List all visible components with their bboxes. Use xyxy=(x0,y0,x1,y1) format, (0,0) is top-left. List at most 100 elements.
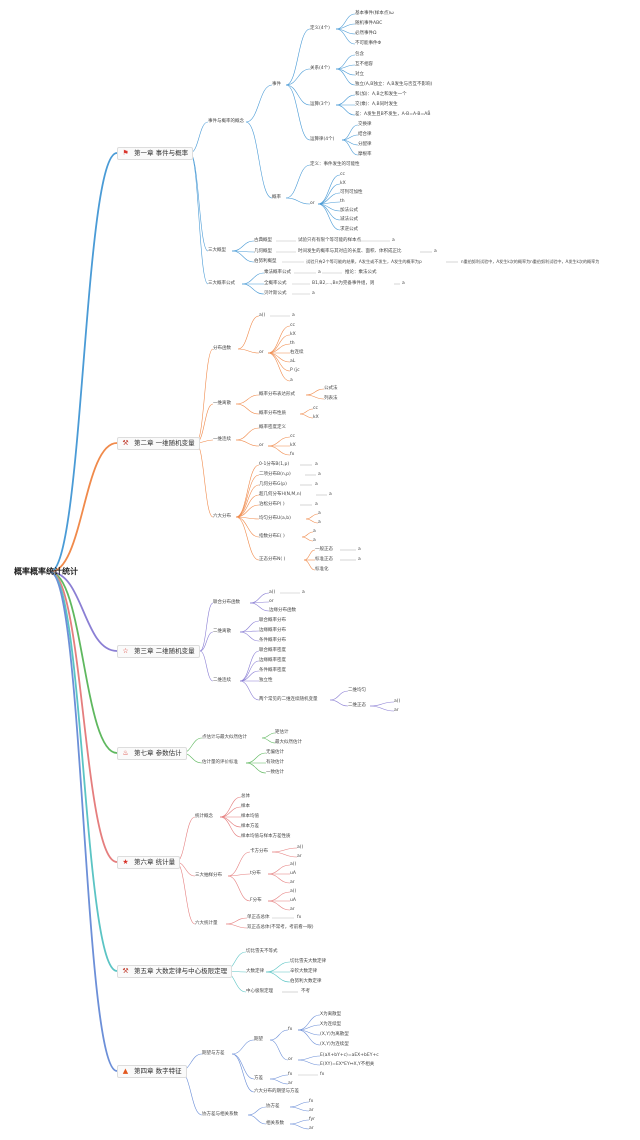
ch2-dist-binom[interactable]: 二项分布B(n,p) xyxy=(259,472,291,477)
root-topic[interactable]: 概率概率统计统计 xyxy=(14,567,78,576)
ch3-cont-item[interactable]: 条件概率密度 xyxy=(259,668,286,673)
ch6-single-normal[interactable]: 单正态总体 xyxy=(247,915,270,920)
ch3-normal-2d-item[interactable]: a() xyxy=(394,699,401,704)
ch2-dist-item[interactable]: aL xyxy=(290,359,296,364)
ch3-uniform-2d[interactable]: 二维均匀 xyxy=(348,688,366,693)
ch3-marginal-dist[interactable]: 边缘分布函数 xyxy=(269,608,296,613)
ch7-eval[interactable]: 估计量的评价标准 xyxy=(202,760,238,765)
ch6-concept-item[interactable]: 样本均值与样本方差性质 xyxy=(241,834,291,839)
ch4-exp-prop[interactable]: E(XY)=EX*EY⇔X,Y不相关 xyxy=(320,1062,375,1067)
ch1-model-geometric[interactable]: 几何概型 xyxy=(254,249,272,254)
ch2-cont-item[interactable]: kX xyxy=(290,443,296,448)
ch5-lln-item[interactable]: 切比雪夫大数定律 xyxy=(290,959,326,964)
ch7-eval-item[interactable]: 无偏估计 xyxy=(266,750,284,755)
ch4-exp-item[interactable]: X为离散型 xyxy=(320,1012,342,1017)
chapter-2-node[interactable]: ⚒第二章 一维随机变量 xyxy=(117,437,200,450)
ch1-prob-def[interactable]: 定义：事件发生的可能性 xyxy=(310,162,360,167)
ch4-exp-fx[interactable]: fx xyxy=(288,1027,293,1032)
ch1-models[interactable]: 三大概型 xyxy=(208,248,226,253)
ch1-law-item[interactable]: 摩根率 xyxy=(358,152,372,157)
ch1-def-item[interactable]: 不可能事件Φ xyxy=(355,41,382,46)
chapter-4-node[interactable]: ▲第四章 数字特征 xyxy=(117,1065,187,1078)
ch2-six-dist[interactable]: 六大分布 xyxy=(213,514,231,519)
chapter-5-node[interactable]: ⚒第五章 大数定律与中心极限定理 xyxy=(117,965,233,978)
ch1-rel-item[interactable]: 互不相容 xyxy=(355,62,373,67)
ch2-dist-poisson[interactable]: 泊松分布P( ) xyxy=(259,502,285,507)
ch6-concepts[interactable]: 统计概念 xyxy=(195,814,213,819)
ch1-formula-mult[interactable]: 乘法概率公式 xyxy=(264,270,291,275)
ch1-formula-bayes[interactable]: 贝叶斯公式 xyxy=(264,291,287,296)
ch6-concept-item[interactable]: 样本 xyxy=(241,804,250,809)
ch6-dist-item[interactable]: a() xyxy=(297,845,304,850)
ch1-operation[interactable]: 运算(3个) xyxy=(310,102,330,107)
ch4-corr-item[interactable]: ar xyxy=(309,1126,314,1131)
ch2-normal-standardize[interactable]: 标准化 xyxy=(315,567,329,572)
ch7-point-estimate[interactable]: 点估计与最大似然估计 xyxy=(202,735,247,740)
ch4-six-exp-var[interactable]: 六大分布的期望与方差 xyxy=(254,1089,299,1094)
ch4-exp-or[interactable]: or xyxy=(288,1057,293,1062)
ch1-relation[interactable]: 关系(4个) xyxy=(310,66,330,71)
ch6-chi-square[interactable]: 卡方分布 xyxy=(250,849,268,854)
ch1-op-item[interactable]: 和(加)：A,B之和发生一个 xyxy=(355,92,407,97)
ch2-dist-item[interactable]: 右连续 xyxy=(290,350,304,355)
ch1-laws[interactable]: 运算律(4个) xyxy=(310,137,335,142)
ch6-dist-item[interactable]: a() xyxy=(290,889,297,894)
ch2-disc-prop[interactable]: 概率分布性质 xyxy=(259,411,286,416)
ch3-disc-item[interactable]: 联合概率分布 xyxy=(259,618,286,623)
chapter-6-node[interactable]: ★第六章 统计量 xyxy=(117,856,181,869)
ch4-cov-item[interactable]: ar xyxy=(309,1108,314,1113)
ch4-cov-corr[interactable]: 协方差与相关系数 xyxy=(202,1112,238,1117)
ch3-disc-item[interactable]: 条件概率分布 xyxy=(259,638,286,643)
ch7-point-item[interactable]: 最大似然估计 xyxy=(275,740,302,745)
ch4-exp-prop[interactable]: E(aX+bY+c)=aEX+bEY+c xyxy=(320,1053,379,1058)
ch2-dist-exp[interactable]: 指数分布E( ) xyxy=(259,534,285,539)
ch2-dist-hyper[interactable]: 超几何分布H(N,M,n) xyxy=(259,492,302,497)
ch4-cov-item[interactable]: fx xyxy=(309,1099,314,1104)
ch3-disc-item[interactable]: 边缘概率分布 xyxy=(259,628,286,633)
ch3-normal-2d-item[interactable]: ar xyxy=(394,708,399,713)
ch7-eval-item[interactable]: 有效估计 xyxy=(266,760,284,765)
ch2-cont-def[interactable]: 概率密度定义 xyxy=(259,425,286,430)
ch3-cont-item[interactable]: 联合概率密度 xyxy=(259,648,286,653)
ch1-definition[interactable]: 定义(4个) xyxy=(310,26,330,31)
ch1-rel-item[interactable]: 独立(A,B独立：A,B发生与否互不影响) xyxy=(355,82,433,87)
ch1-prob-item[interactable]: 可列可加性 xyxy=(340,190,363,195)
ch4-var-or[interactable]: ar xyxy=(288,1081,293,1086)
ch3-joint-dist[interactable]: 联合分布函数 xyxy=(213,600,240,605)
ch1-event[interactable]: 事件 xyxy=(272,82,281,87)
ch1-def-item[interactable]: 必然事件Ω xyxy=(355,31,377,36)
ch2-normal-standard[interactable]: 标准正态 xyxy=(315,557,333,562)
ch6-dist-item[interactable]: uA xyxy=(290,898,296,903)
ch3-discrete[interactable]: 二维离散 xyxy=(213,629,231,634)
ch4-corr-item[interactable]: fyr xyxy=(309,1117,316,1122)
ch2-disc-form-item[interactable]: 公式法 xyxy=(324,386,338,391)
ch1-prob-item[interactable]: cc xyxy=(340,172,345,177)
ch1-op-item[interactable]: 差：A发生且B不发生，A-B=A-B=AB̄ xyxy=(355,112,431,117)
ch3-joint-or[interactable]: or xyxy=(269,599,274,604)
ch6-concept-item[interactable]: 样本方差 xyxy=(241,824,259,829)
ch2-disc-prop-item[interactable]: cc xyxy=(313,406,318,411)
ch1-prob-item[interactable]: kX xyxy=(340,181,346,186)
ch4-exp-item[interactable]: X为连续型 xyxy=(320,1022,342,1027)
ch6-six-stats[interactable]: 六大统计量 xyxy=(195,921,218,926)
ch2-dist-geom[interactable]: 几何分布G(p) xyxy=(259,482,287,487)
ch6-concept-item[interactable]: 样本均值 xyxy=(241,814,259,819)
ch1-prob-item[interactable]: 减法公式 xyxy=(340,217,358,222)
ch4-variance[interactable]: 方差 xyxy=(254,1076,263,1081)
ch2-cont-item[interactable]: cc xyxy=(290,434,295,439)
ch2-dist-func[interactable]: 分布函数 xyxy=(213,346,231,351)
ch4-exp-item[interactable]: (X,Y)为离散型 xyxy=(320,1032,349,1037)
ch4-expectation[interactable]: 期望 xyxy=(254,1037,263,1042)
ch2-dist-item[interactable]: a xyxy=(290,378,293,383)
ch3-normal-2d[interactable]: 二维正态 xyxy=(348,703,366,708)
ch6-dist-item[interactable]: ar xyxy=(290,880,295,885)
ch2-cont-item[interactable]: fx xyxy=(290,452,295,457)
ch2-dist-item[interactable]: cc xyxy=(290,323,295,328)
ch2-dist-01[interactable]: 0-1分布B(1,p) xyxy=(259,462,290,467)
ch4-exp-item[interactable]: (X,Y)为连续型 xyxy=(320,1042,349,1047)
ch6-t-dist[interactable]: t分布 xyxy=(250,871,261,876)
ch7-point-item[interactable]: 矩估计 xyxy=(275,730,289,735)
ch6-concept-item[interactable]: 总体 xyxy=(241,794,250,799)
ch5-chebyshev[interactable]: 切比雪夫不等式 xyxy=(246,949,278,954)
ch1-prob-concept[interactable]: 事件与概率的概念 xyxy=(208,119,244,124)
